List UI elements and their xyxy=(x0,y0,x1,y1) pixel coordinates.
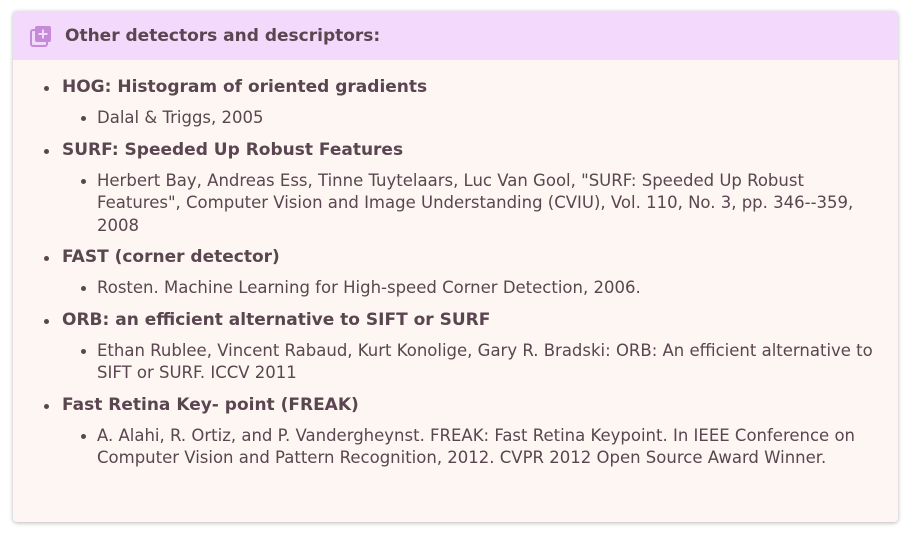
reference-item: Ethan Rublee, Vincent Rabaud, Kurt Konol… xyxy=(81,340,880,385)
callout-box: Other detectors and descriptors: HOG: Hi… xyxy=(13,11,898,522)
reference-item: Herbert Bay, Andreas Ess, Tinne Tuytelaa… xyxy=(81,170,880,238)
reference-list: Herbert Bay, Andreas Ess, Tinne Tuytelaa… xyxy=(62,170,880,238)
reference-item: Dalal & Triggs, 2005 xyxy=(81,107,880,130)
list-item: Fast Retina Key- point (FREAK) A. Alahi,… xyxy=(42,394,880,470)
reference-list: Ethan Rublee, Vincent Rabaud, Kurt Konol… xyxy=(62,340,880,385)
callout-title: Other detectors and descriptors: xyxy=(65,25,381,46)
reference-list: A. Alahi, R. Ortiz, and P. Vandergheynst… xyxy=(62,425,880,470)
item-title: FAST (corner detector) xyxy=(62,247,280,267)
list-item: ORB: an efficient alternative to SIFT or… xyxy=(42,309,880,385)
callout-header: Other detectors and descriptors: xyxy=(13,11,898,60)
item-title: Fast Retina Key- point (FREAK) xyxy=(62,394,359,415)
list-item: SURF: Speeded Up Robust Features Herbert… xyxy=(42,139,880,238)
detector-list: HOG: Histogram of oriented gradients Dal… xyxy=(42,76,880,470)
callout-body: HOG: Histogram of oriented gradients Dal… xyxy=(13,60,898,470)
add-box-icon xyxy=(30,25,52,47)
item-title: ORB: an efficient alternative to SIFT or… xyxy=(62,309,491,330)
reference-list: Dalal & Triggs, 2005 xyxy=(62,107,880,130)
reference-list: Rosten. Machine Learning for High-speed … xyxy=(62,277,880,300)
reference-item: A. Alahi, R. Ortiz, and P. Vandergheynst… xyxy=(81,425,880,470)
item-title: SURF: Speeded Up Robust Features xyxy=(62,139,404,160)
reference-item: Rosten. Machine Learning for High-speed … xyxy=(81,277,880,300)
list-item: HOG: Histogram of oriented gradients Dal… xyxy=(42,76,880,130)
list-item: FAST (corner detector) Rosten. Machine L… xyxy=(42,246,880,300)
item-title: HOG: Histogram of oriented gradients xyxy=(62,77,428,97)
